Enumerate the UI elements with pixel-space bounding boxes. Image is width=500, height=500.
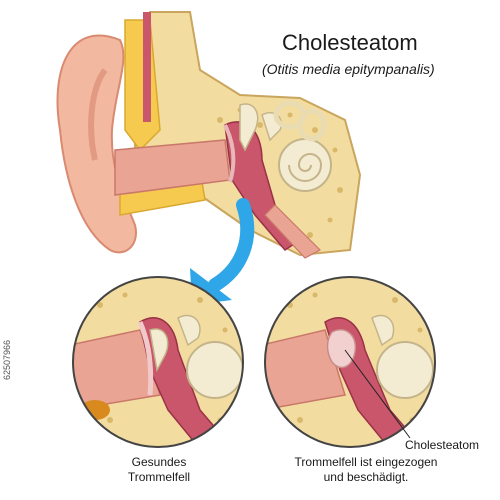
cholesteatoma-detail [264,276,436,448]
healthy-eardrum-detail [72,276,244,448]
diagram-subtitle: (Otitis media epitympanalis) [262,61,435,77]
image-id-text: 62507966 [2,339,12,380]
diagram-title: Cholesteatom [282,30,418,55]
cholesteatoma-label: Cholesteatom [405,438,480,452]
cholesteatoma-mass [326,329,357,369]
cochlea [278,138,332,192]
outer-ear-section [56,11,362,259]
caption-right-line2: und beschädigt. [323,470,409,484]
eardrum [223,124,236,183]
caption-left-line1: Gesundes [131,455,187,469]
healthy-eardrum-caption: Gesundes Trommelfell [114,455,204,485]
semicircular-canals [273,100,327,142]
caption-left-line2: Trommelfell [127,470,191,484]
damaged-eardrum-caption: Trommelfell ist eingezogen und beschädig… [266,455,466,485]
auricle [56,34,137,254]
caption-right-line1: Trommelfell ist eingezogen [294,455,438,469]
